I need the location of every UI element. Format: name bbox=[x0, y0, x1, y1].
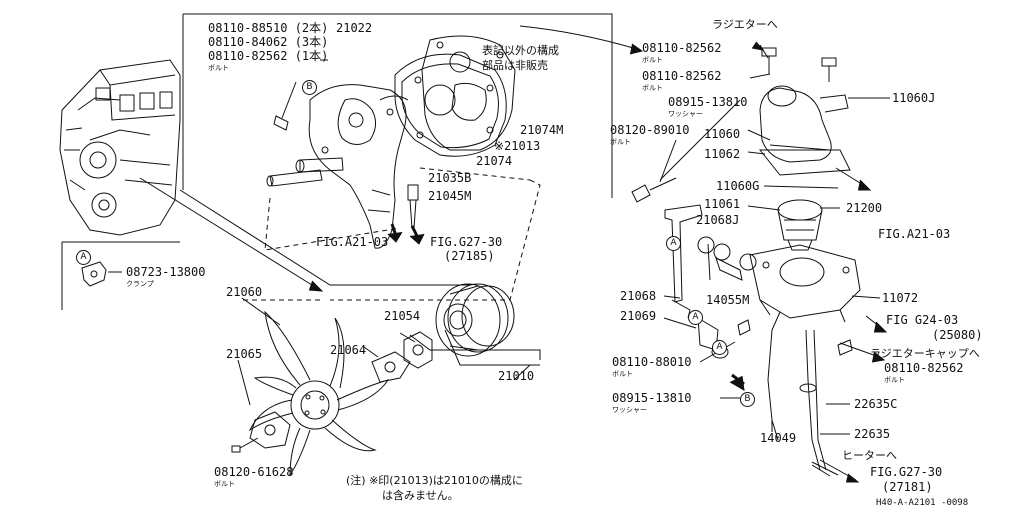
fig-ref-a21-03-left[interactable]: FIG.A21-03 bbox=[316, 235, 389, 249]
part-number-11061: 11061 bbox=[704, 197, 741, 211]
footnote-line-2: は含みません。 bbox=[382, 489, 459, 502]
part-number-22635c: 22635C bbox=[854, 397, 898, 411]
to-heater-label: ヒーターへ bbox=[842, 449, 897, 462]
bolt-label-f: ボルト bbox=[612, 370, 633, 378]
callout-a-hose-2: A bbox=[688, 310, 703, 325]
part-number-08110-82562-c: 08110-82562 bbox=[642, 69, 722, 83]
callout-a-clamp: A bbox=[76, 250, 91, 265]
clamp-drawing bbox=[81, 261, 107, 287]
fan-spacer-drawing bbox=[403, 331, 433, 369]
bolt-label-g: ボルト bbox=[884, 376, 905, 384]
part-number-08110-88510: 08110-88510 (2本) bbox=[208, 21, 329, 35]
part-number-21065: 21065 bbox=[226, 347, 263, 361]
note-not-sold-line-2: 部品は非販売 bbox=[482, 59, 548, 72]
part-number-21074: 21074 bbox=[476, 154, 513, 168]
callout-b-pump: B bbox=[302, 80, 317, 95]
part-number-27185: (27185) bbox=[444, 249, 495, 263]
part-number-21069: 21069 bbox=[620, 309, 657, 323]
fig-ref-g27-30-right[interactable]: FIG.G27-30 bbox=[870, 465, 943, 479]
fan-plate-drawing bbox=[371, 351, 411, 383]
part-number-21013: ※21013 bbox=[494, 139, 541, 153]
part-number-11062: 11062 bbox=[704, 147, 741, 161]
drawing-id: H40-A-A2101 -0098 bbox=[876, 498, 969, 508]
part-number-21074m: 21074M bbox=[520, 123, 564, 137]
part-number-08110-82562-d: 08110-82562 bbox=[884, 361, 964, 375]
leader-arrow-top bbox=[519, 25, 641, 51]
part-number-21045m: 21045M bbox=[428, 189, 472, 203]
part-number-14055m: 14055M bbox=[706, 293, 750, 307]
part-number-21035b: 21035B bbox=[428, 171, 472, 185]
washer-label-b: ワッシャー bbox=[612, 406, 647, 414]
thermostat-drawing bbox=[777, 199, 823, 251]
fig-ref-g27-30-left[interactable]: FIG.G27-30 bbox=[430, 235, 503, 249]
engine-block-drawing bbox=[59, 59, 181, 236]
part-number-08110-82562-a: 08110-82562 (1本) bbox=[208, 49, 329, 63]
part-number-08110-84062: 08110-84062 (3本) bbox=[208, 35, 329, 49]
fan-clutch-drawing bbox=[435, 283, 515, 357]
part-number-21068j: 21068J bbox=[696, 213, 740, 227]
part-number-21064: 21064 bbox=[330, 343, 367, 357]
part-number-22635: 22635 bbox=[854, 427, 891, 441]
fig-ref-a21-03-right[interactable]: FIG.A21-03 bbox=[878, 227, 951, 241]
part-number-08915-13810-a: 08915-13810 bbox=[668, 95, 748, 109]
fig-ref-g24-03[interactable]: FIG G24-03 bbox=[886, 313, 959, 327]
part-number-27181: (27181) bbox=[882, 480, 933, 494]
hose-drawing bbox=[697, 236, 757, 281]
fan-pulley-drawing bbox=[249, 411, 291, 449]
part-number-08120-61628: 08120-61628 bbox=[214, 465, 294, 479]
part-number-08120-89010: 08120-89010 bbox=[610, 123, 690, 137]
part-number-08110-82562-b: 08110-82562 bbox=[642, 41, 722, 55]
part-number-14049: 14049 bbox=[760, 431, 797, 445]
thermostat-housing-drawing bbox=[749, 244, 861, 323]
bolt-label-d: ボルト bbox=[642, 84, 663, 92]
footnote-line-1: (注) ※印(21013)は21010の構成に bbox=[346, 474, 523, 487]
part-number-21200: 21200 bbox=[846, 201, 883, 215]
part-number-25080: (25080) bbox=[932, 328, 983, 342]
cooling-fan-drawing bbox=[248, 310, 390, 477]
bolt-label-a: ボルト bbox=[208, 64, 229, 72]
to-radiator-label: ラジエターへ bbox=[712, 18, 778, 31]
callout-a-hose-1: A bbox=[666, 236, 681, 251]
frame-lines bbox=[182, 13, 613, 198]
frame-line-bottom bbox=[179, 189, 470, 286]
callout-a-hose-3: A bbox=[712, 340, 727, 355]
gasket-drawing bbox=[394, 53, 507, 157]
part-number-08915-13810-b: 08915-13810 bbox=[612, 391, 692, 405]
part-number-11060g: 11060G bbox=[716, 179, 760, 193]
part-number-11072: 11072 bbox=[882, 291, 919, 305]
part-number-21068: 21068 bbox=[620, 289, 657, 303]
water-outlet-drawing bbox=[759, 85, 849, 163]
part-number-11060: 11060 bbox=[704, 127, 741, 141]
bolt-label-e: ボルト bbox=[610, 138, 631, 146]
clamp-label: クランプ bbox=[126, 280, 154, 288]
part-number-08110-88010: 08110-88010 bbox=[612, 355, 692, 369]
callout-b-right: B bbox=[740, 392, 755, 407]
bolt-label-b: ボルト bbox=[214, 480, 235, 488]
water-pump-drawing bbox=[266, 84, 409, 249]
note-not-sold-line-1: 表記以外の構成 bbox=[482, 44, 559, 57]
washer-label-a: ワッシャー bbox=[668, 110, 703, 118]
pump-housing-drawing bbox=[421, 35, 516, 151]
bolt-label-c: ボルト bbox=[642, 56, 663, 64]
part-number-21010: 21010 bbox=[498, 369, 535, 383]
part-number-21022: 21022 bbox=[336, 21, 373, 35]
to-radiator-cap-label: ラジエターキャップへ bbox=[870, 347, 980, 360]
part-number-11060j: 11060J bbox=[892, 91, 936, 105]
part-number-21060: 21060 bbox=[226, 285, 263, 299]
part-number-08723-13800: 08723-13800 bbox=[126, 265, 206, 279]
part-number-21054: 21054 bbox=[384, 309, 421, 323]
